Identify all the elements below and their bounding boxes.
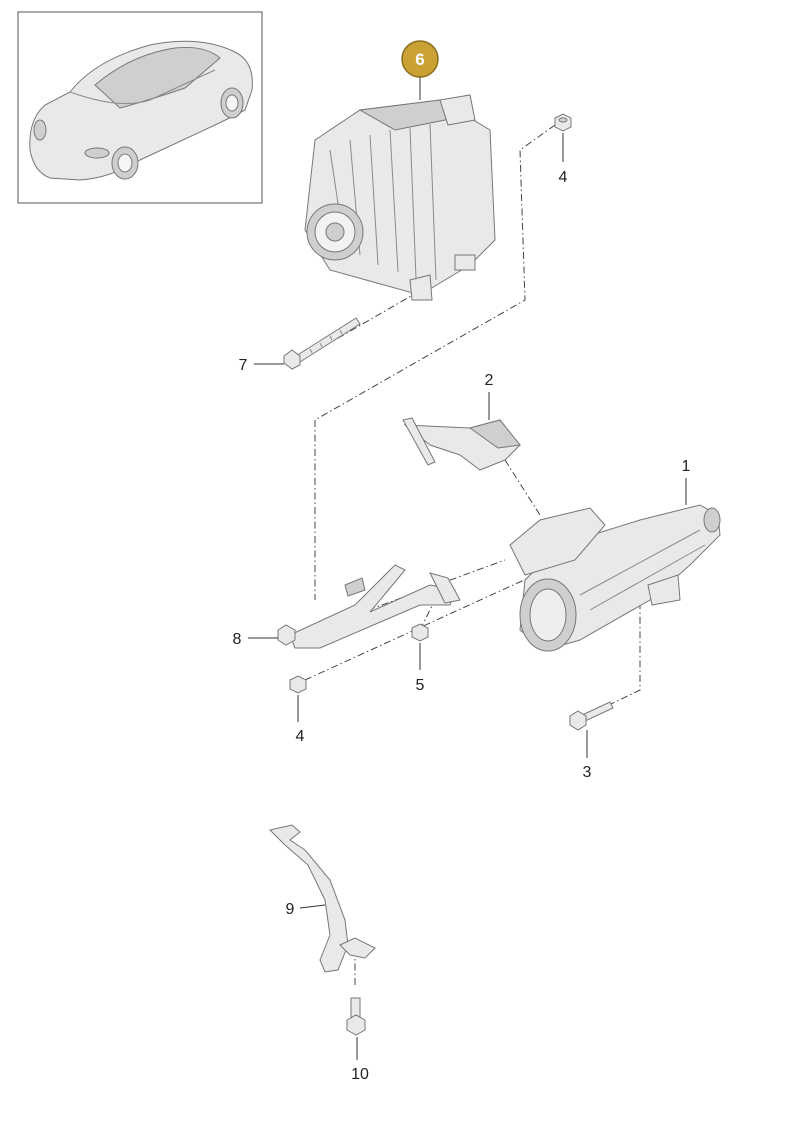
- vehicle-thumbnail: [17, 11, 263, 204]
- callout-label-4-bottom[interactable]: 4: [296, 728, 305, 745]
- callout-label-10[interactable]: 10: [351, 1066, 369, 1083]
- car-icon: [29, 40, 253, 181]
- callout-label-4-top[interactable]: 4: [559, 169, 568, 186]
- nut-part-5[interactable]: [411, 623, 429, 642]
- callout-label-8[interactable]: 8: [233, 631, 242, 648]
- leader-lines: [248, 77, 687, 1060]
- callout-label-3[interactable]: 3: [583, 764, 592, 781]
- callout-label-5[interactable]: 5: [416, 677, 425, 694]
- callout-badge-6[interactable]: 6: [401, 40, 439, 78]
- callout-label-2[interactable]: 2: [485, 372, 494, 389]
- callout-label-6: 6: [415, 50, 424, 69]
- heat-shield-part[interactable]: [402, 417, 521, 471]
- starter-motor-part[interactable]: [509, 504, 721, 652]
- callout-label-7[interactable]: 7: [239, 357, 248, 374]
- bolt-part-long[interactable]: [283, 317, 361, 370]
- nut-part-bottom[interactable]: [289, 675, 307, 694]
- cable-bracket-part[interactable]: [277, 564, 461, 649]
- callout-label-1[interactable]: 1: [682, 458, 691, 475]
- nut-part-top[interactable]: [554, 113, 572, 132]
- bolt-part-10[interactable]: [346, 997, 366, 1036]
- callout-label-9[interactable]: 9: [286, 901, 295, 918]
- bolt-part-3[interactable]: [569, 701, 614, 731]
- ground-strap-part[interactable]: [269, 824, 376, 973]
- alternator-part[interactable]: [304, 94, 496, 301]
